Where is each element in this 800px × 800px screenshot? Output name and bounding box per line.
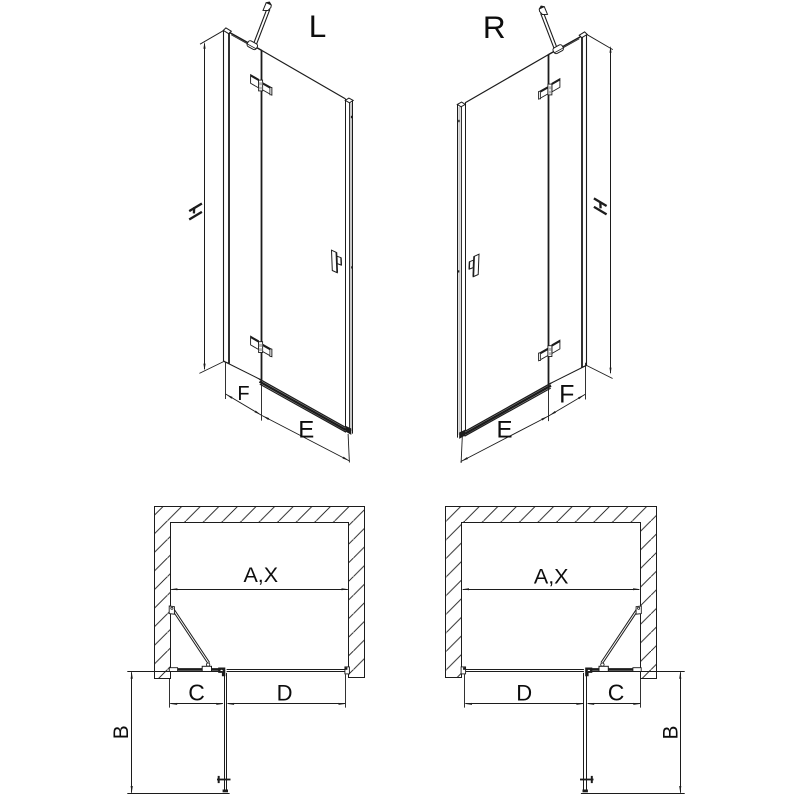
svg-text:F: F xyxy=(559,381,574,409)
svg-text:R: R xyxy=(483,9,506,45)
svg-text:F: F xyxy=(237,383,249,405)
svg-text:B: B xyxy=(110,725,133,739)
svg-text:B: B xyxy=(660,725,683,739)
svg-text:A,X: A,X xyxy=(534,564,569,588)
svg-text:C: C xyxy=(188,679,205,705)
svg-text:D: D xyxy=(516,681,532,706)
svg-text:D: D xyxy=(277,681,293,706)
svg-text:L: L xyxy=(309,8,327,44)
svg-text:E: E xyxy=(496,416,512,443)
svg-text:C: C xyxy=(608,679,625,705)
svg-text:A,X: A,X xyxy=(243,563,278,587)
svg-text:E: E xyxy=(298,417,314,444)
